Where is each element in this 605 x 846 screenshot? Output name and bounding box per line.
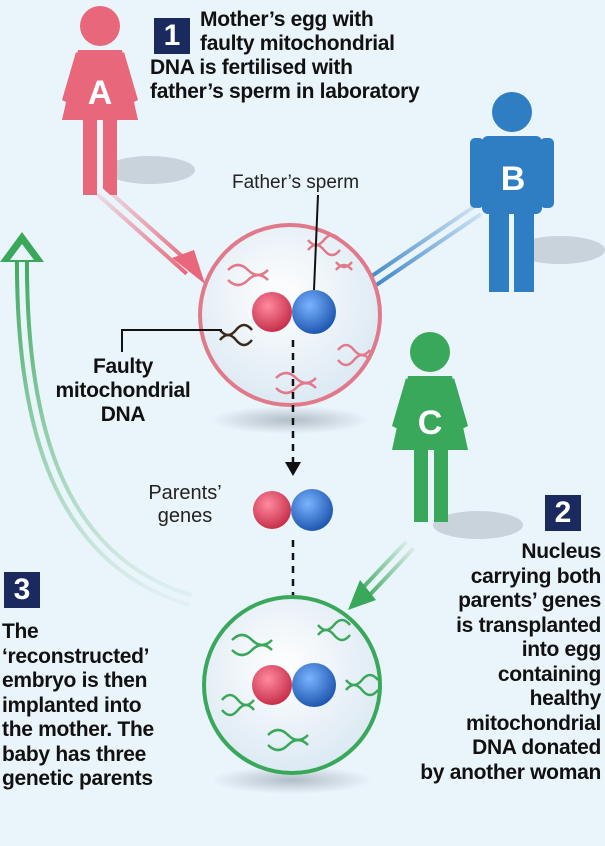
step-2-line: mitochondrial [361,712,601,737]
step-3-line: baby has three [2,743,202,768]
step-3-line: genetic parents [2,767,202,792]
parents-genes-label: Parents’ genes [130,482,240,528]
fertilised-egg [200,225,380,434]
person-b-letter: B [501,160,526,198]
step-2-line: DNA donated [361,736,601,761]
step-3-line: embryo is then [2,669,202,694]
person-c-letter: C [418,404,443,442]
step-1-line: father’s sperm in laboratory [150,80,419,104]
parents-genes-label-line: Parents’ [130,482,240,505]
step-2-line: carrying both [361,565,601,590]
faulty-dna-label: Faulty mitochondrial DNA [38,355,208,427]
step-1-line: DNA is fertilised with [150,56,419,80]
step-3-line: implanted into [2,694,202,719]
parents-genes-label-line: genes [130,505,240,528]
person-a-letter: A [88,74,113,112]
step-2-line: Nucleus [361,540,601,565]
step-3-text: The ‘reconstructed’ embryo is then impla… [2,620,202,792]
fathers-sperm-label: Father’s sperm [232,172,359,194]
step-3-line: The [2,620,202,645]
step-1-text-continued: DNA is fertilised with father’s sperm in… [150,56,419,104]
step-2-line: by another woman [361,761,601,786]
step-2-number: 2 [545,495,581,531]
parents-genes-nucleus [253,489,333,531]
step-1-text: Mother’s egg with faulty mitochondrial [200,8,560,56]
step-1-line: Mother’s egg with [200,8,560,32]
step-2-line: containing [361,663,601,688]
faulty-dna-label-line: DNA [38,403,208,427]
person-b-figure [470,92,605,292]
person-c-figure [392,332,523,539]
step-3-line: the mother. The [2,718,202,743]
step-2-line: healthy [361,687,601,712]
step-3-line: ‘reconstructed’ [2,645,202,670]
step-2-line: into egg [361,638,601,663]
step-2-text: Nucleus carrying both parents’ genes is … [361,540,601,785]
faulty-dna-label-line: mitochondrial [38,379,208,403]
arrow-a-to-egg [100,190,205,284]
step-2-line: is transplanted [361,614,601,639]
step-2-line: parents’ genes [361,589,601,614]
faulty-dna-label-line: Faulty [38,355,208,379]
step-1-line: faulty mitochondrial [200,32,560,56]
step-1-number: 1 [154,18,190,54]
step-3-number: 3 [4,572,40,608]
